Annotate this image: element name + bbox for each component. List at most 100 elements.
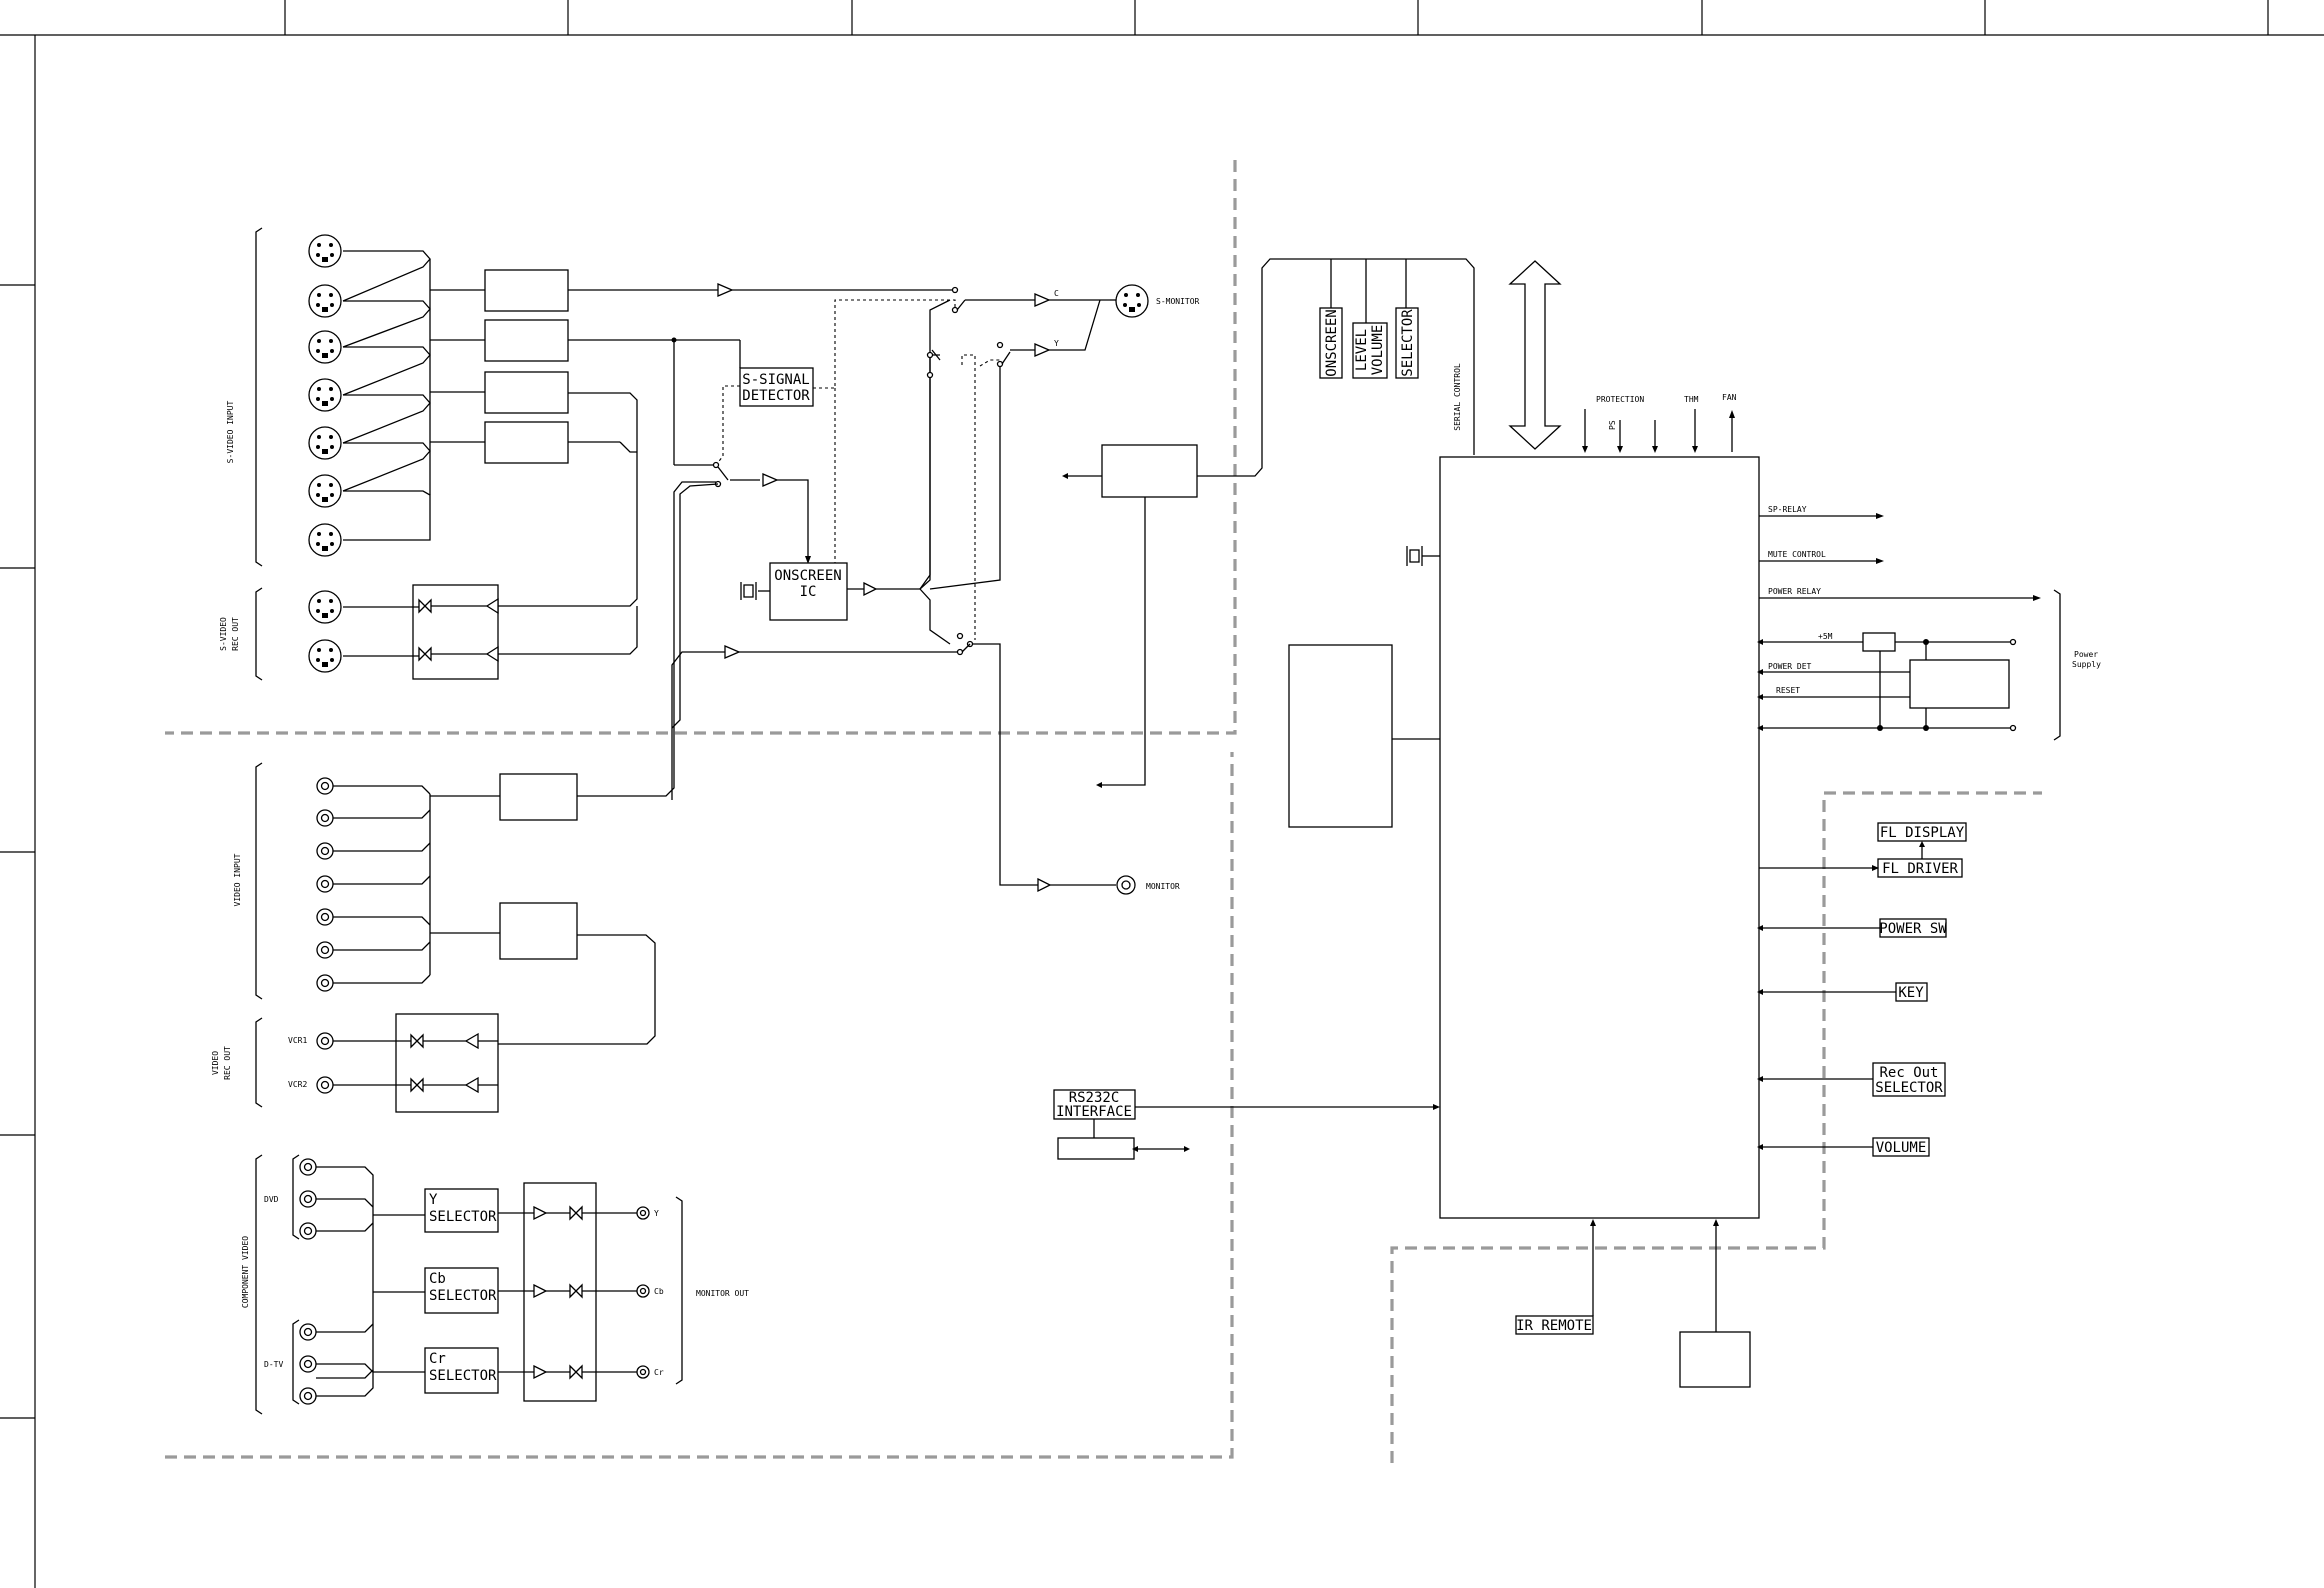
s-video-signal-paths xyxy=(568,283,955,466)
fan-label: FAN xyxy=(1722,393,1737,402)
y-selector-block xyxy=(424,1188,499,1233)
fl-driver-label: FL DRIVER xyxy=(1882,861,1958,877)
ir-remote-label: IR REMOTE xyxy=(1516,1318,1592,1334)
composite-monitor-path: MONITOR xyxy=(671,632,1180,895)
s-video-selector-block-4 xyxy=(484,421,569,464)
vcr1-label: VCR1 xyxy=(288,1036,307,1045)
rec-out-label-2: SELECTOR xyxy=(1875,1080,1943,1096)
main-cpu-block xyxy=(1439,456,1760,1219)
video-control-block xyxy=(1101,444,1198,498)
volume-label: VOLUME xyxy=(1876,1140,1927,1156)
plus5m-label: +5M xyxy=(1818,632,1833,641)
volume-vertical-label: VOLUME xyxy=(1370,325,1386,376)
s-video-rec-out-buffer xyxy=(412,584,499,680)
rs232c-port-block xyxy=(1057,1137,1135,1160)
s-signal-detector-label-2: DETECTOR xyxy=(742,388,810,404)
c-label: C xyxy=(1054,289,1059,298)
video-input-jacks xyxy=(316,777,334,992)
component-video-section: COMPONENT VIDEO DVD D-TV Y SELECTOR xyxy=(241,1154,749,1415)
memory-block xyxy=(1288,644,1393,828)
component-video-label: COMPONENT VIDEO xyxy=(241,1236,250,1308)
s-monitor-switches: C Y xyxy=(926,286,1110,640)
dtv-label: D-TV xyxy=(264,1360,283,1369)
cpu-crystal xyxy=(1406,546,1440,566)
s-video-selector-block-2 xyxy=(484,319,569,362)
ps-label: PS xyxy=(1608,420,1617,430)
video-rec-out-switches xyxy=(333,1032,498,1094)
video-rec-out-label-1: VIDEO xyxy=(211,1051,220,1075)
y-selector-label-1: Y xyxy=(429,1192,438,1208)
y-out-label: Y xyxy=(654,1209,659,1218)
onscreen-ic-label-1: ONSCREEN xyxy=(774,568,841,584)
rec-out-selector-block xyxy=(1872,1062,1946,1097)
control-section: ONSCREEN LEVEL VOLUME SELECTOR SERIAL CO… xyxy=(1053,260,2101,1388)
y-selector-label-2: SELECTOR xyxy=(429,1209,497,1225)
s-video-connector-wires xyxy=(342,250,485,541)
component-input-wires xyxy=(316,1166,425,1397)
level-volume-block xyxy=(1352,322,1388,379)
bottom-control-block xyxy=(1679,1331,1751,1388)
video-input-wires xyxy=(333,785,500,984)
s-video-rec-out-switches xyxy=(343,392,638,663)
s-monitor-connector xyxy=(1115,284,1149,318)
video-input-section: VIDEO INPUT VIDEO REC OUT xyxy=(211,481,716,1113)
rec-out-label-1: Rec Out xyxy=(1879,1065,1938,1081)
cr-out-label: Cr xyxy=(654,1368,664,1377)
power-supply-label-1: Power xyxy=(2074,650,2098,659)
ir-remote-block xyxy=(1515,1315,1594,1335)
level-label: LEVEL xyxy=(1354,329,1370,371)
video-selector-block-1 xyxy=(499,773,578,821)
cb-out-label: Cb xyxy=(654,1287,664,1296)
s-video-mix-switch xyxy=(671,461,811,729)
monitor-label: MONITOR xyxy=(1146,882,1180,891)
onscreen-ic-block xyxy=(769,562,848,621)
s-video-rec-out-label-2: REC OUT xyxy=(231,617,240,651)
cr-selector-block xyxy=(424,1347,499,1394)
dvd-label: DVD xyxy=(264,1195,279,1204)
rs232c-interface-block xyxy=(1053,1089,1136,1120)
component-input-jacks xyxy=(292,1154,317,1405)
cb-selector-label-2: SELECTOR xyxy=(429,1288,497,1304)
onscreen-crystal xyxy=(740,582,770,600)
s-signal-detector-label-1: S-SIGNAL xyxy=(742,372,809,388)
monitor-out-label: MONITOR OUT xyxy=(696,1289,749,1298)
cb-selector-label-1: Cb xyxy=(429,1271,446,1287)
onscreen-control-block xyxy=(1319,307,1343,379)
section-borders xyxy=(165,160,2042,1463)
s-video-selector-block-1 xyxy=(484,269,569,312)
s-video-connectors xyxy=(308,234,342,673)
video-selector-block-2 xyxy=(499,902,578,960)
cpu-output-lines xyxy=(1759,513,2041,601)
cr-selector-label-2: SELECTOR xyxy=(429,1368,497,1384)
s-video-rec-out-label-1: S-VIDEO xyxy=(219,617,228,651)
s-monitor-label: S-MONITOR xyxy=(1156,297,1200,306)
s-video-input-section: S-VIDEO INPUT S-VIDEO REC OUT xyxy=(219,227,1475,895)
onscreen-ic-label-2: IC xyxy=(800,584,817,600)
s-video-input-label: S-VIDEO INPUT xyxy=(226,401,235,464)
key-label: KEY xyxy=(1898,985,1924,1001)
power-supply-label-2: Supply xyxy=(2072,660,2101,669)
s-video-selector-block-3 xyxy=(484,371,569,414)
thm-label: THM xyxy=(1684,395,1699,404)
reset-label: RESET xyxy=(1776,686,1800,695)
cr-selector-label-1: Cr xyxy=(429,1351,446,1367)
protection-label: PROTECTION xyxy=(1596,395,1644,404)
sp-relay-label: SP-RELAY xyxy=(1768,505,1807,514)
selector-vertical-label: SELECTOR xyxy=(1400,309,1416,377)
serial-control-label: SERIAL CONTROL xyxy=(1453,363,1462,431)
onscreen-output-path xyxy=(847,299,1001,645)
power-relay-label: POWER RELAY xyxy=(1768,587,1821,596)
power-sw-label: POWER SW xyxy=(1879,921,1947,937)
cb-selector-block xyxy=(424,1267,499,1314)
power-supply-lines xyxy=(1757,589,2061,741)
power-det-label: POWER DET xyxy=(1768,662,1812,671)
protection-arrows xyxy=(1582,409,1735,453)
video-rec-out-buffer xyxy=(395,1013,499,1113)
video-rec-out-label-2: REC OUT xyxy=(223,1046,232,1080)
video-input-label: VIDEO INPUT xyxy=(233,853,242,906)
s-signal-detector-block xyxy=(739,367,814,407)
vcr2-label: VCR2 xyxy=(288,1080,307,1089)
component-output-wires xyxy=(498,1205,650,1380)
y-small-label: Y xyxy=(1054,339,1059,348)
